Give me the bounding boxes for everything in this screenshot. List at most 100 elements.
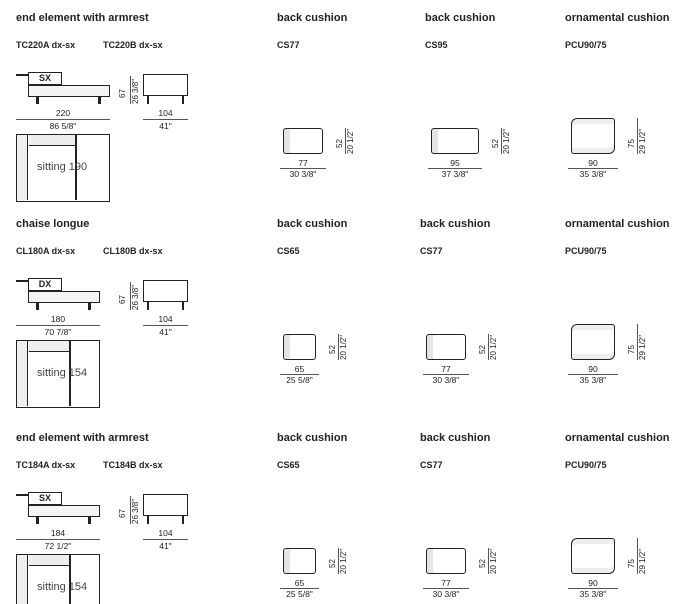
cushion-width-cm: 77 — [441, 364, 451, 374]
leg — [147, 516, 149, 524]
cushion-width-cm: 95 — [450, 158, 460, 168]
cushion-code: PCU90/75 — [565, 246, 607, 256]
cushion-height-cm: 52 — [478, 559, 487, 568]
back-cushion — [426, 334, 466, 360]
side-label: DX — [38, 279, 52, 289]
back-top — [29, 135, 75, 146]
cushion-code: CS77 — [420, 460, 443, 470]
cushion-width-line — [280, 588, 319, 589]
cushion-width-line — [568, 168, 618, 169]
sitting-label: sitting 190 — [37, 161, 88, 173]
armrest-top — [17, 555, 28, 604]
cushion-heading: ornamental cushion — [565, 432, 670, 444]
cushion-heading: back cushion — [277, 218, 348, 230]
armrest — [16, 280, 28, 282]
model-code-a: CL180A dx-sx — [16, 246, 76, 256]
cushion-code: PCU90/75 — [565, 460, 607, 470]
width-cm: 184 — [50, 528, 66, 538]
cushion-width-line — [568, 374, 618, 375]
cushion-height-cm: 52 — [491, 139, 500, 148]
depth-cm: 104 — [158, 314, 173, 324]
model-code-b: CL180B dx-sx — [103, 246, 163, 256]
cushion-height-line — [338, 548, 339, 574]
cushion-height-in: 20 1/2" — [339, 334, 348, 360]
back-body — [143, 74, 188, 96]
cushion-width-line — [568, 588, 618, 589]
cushion-height-cm: 52 — [328, 345, 337, 354]
cushion-width-line — [428, 168, 482, 169]
cushion-height-line — [488, 334, 489, 360]
cushion-width-in: 35 3/8" — [579, 375, 607, 385]
cushion-heading: back cushion — [277, 432, 348, 444]
cushion-width-cm: 65 — [294, 364, 305, 374]
cushion-code: CS65 — [277, 246, 300, 256]
sofa-top-view: sitting 154 — [16, 340, 100, 408]
back-cushion — [28, 492, 62, 505]
seat-divider — [69, 341, 71, 406]
seat — [28, 291, 100, 303]
cushion-height-line — [637, 324, 638, 360]
cushion-width-line — [280, 168, 326, 169]
cushion-width-cm: 77 — [298, 158, 308, 168]
cushion-height-line — [637, 538, 638, 574]
depth-line — [143, 119, 188, 120]
cushion-heading: ornamental cushion — [565, 218, 670, 230]
armrest — [16, 74, 28, 76]
leg — [36, 97, 39, 104]
section-title: chaise longue — [16, 218, 90, 230]
model-code-a: TC220A dx-sx — [16, 40, 76, 50]
width-cm: 220 — [55, 108, 71, 118]
cushion-code: CS95 — [425, 40, 448, 50]
back-cushion — [28, 278, 62, 291]
cushion-height-cm: 75 — [627, 139, 636, 148]
cushion-width-in: 35 3/8" — [579, 589, 607, 599]
seat-divider — [75, 135, 77, 200]
width-line — [16, 539, 100, 540]
cushion-height-cm: 52 — [335, 139, 344, 148]
leg — [98, 97, 101, 104]
cushion-width-cm: 65 — [294, 578, 305, 588]
cushion-width-in: 30 3/8" — [432, 589, 460, 599]
width-line — [16, 325, 100, 326]
sofa-back-view — [143, 74, 188, 104]
height-cm: 67 — [118, 295, 127, 304]
back-cushion — [283, 548, 316, 574]
height-line — [130, 496, 131, 524]
cushion-height-in: 29 1/2" — [638, 128, 647, 154]
seat-divider — [69, 555, 71, 604]
height-in: 26 3/8" — [131, 284, 140, 310]
back-cushion — [283, 128, 323, 154]
height-cm: 67 — [118, 89, 127, 98]
section-title: end element with armrest — [16, 432, 149, 444]
leg — [36, 303, 39, 310]
cushion-width-in: 30 3/8" — [432, 375, 460, 385]
sofa-back-view — [143, 280, 188, 310]
cushion-code: PCU90/75 — [565, 40, 607, 50]
ornamental-cushion — [571, 118, 615, 154]
armrest-top — [17, 341, 28, 406]
cushion-width-in: 25 5/8" — [286, 589, 313, 599]
sofa-top-view: sitting 154 — [16, 554, 100, 604]
cushion-heading: back cushion — [420, 218, 491, 230]
cushion-height-in: 20 1/2" — [489, 334, 498, 360]
back-top — [29, 555, 69, 566]
cushion-width-in: 35 3/8" — [579, 169, 607, 179]
model-code-a: TC184A dx-sx — [16, 460, 76, 470]
cushion-width-line — [280, 374, 319, 375]
leg — [36, 517, 39, 524]
sitting-label: sitting 154 — [37, 367, 88, 379]
back-cushion — [426, 548, 466, 574]
sofa-back-view — [143, 494, 188, 524]
side-label: SX — [38, 493, 51, 503]
depth-in: 41" — [159, 541, 172, 551]
back-top — [29, 341, 69, 352]
sofa-side-view: SX — [16, 72, 110, 104]
cushion-height-cm: 52 — [328, 559, 337, 568]
cushion-width-in: 30 3/8" — [289, 169, 317, 179]
cushion-width-in: 25 5/8" — [286, 375, 313, 385]
ornamental-cushion — [571, 324, 615, 360]
cushion-width-cm: 90 — [588, 158, 598, 168]
cushion-height-in: 29 1/2" — [638, 548, 647, 574]
